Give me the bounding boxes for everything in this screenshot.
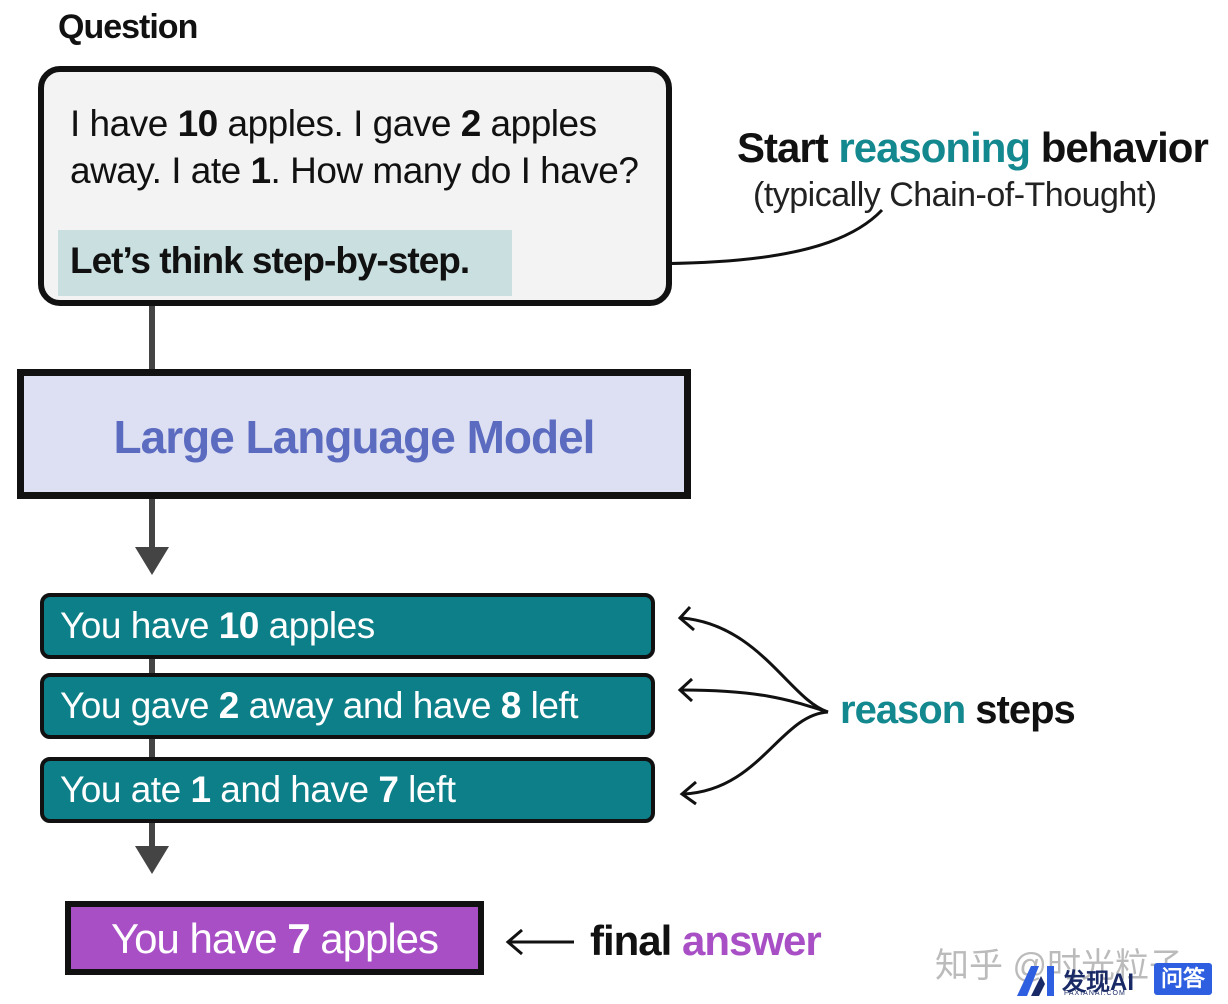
step-text: left	[520, 685, 579, 726]
question-number: 10	[177, 103, 219, 144]
prompt-highlight: Let’s think step-by-step.	[58, 230, 512, 296]
annotation-final-answer: final answer	[590, 917, 822, 965]
question-text-part: apples. I gave	[217, 103, 461, 144]
question-heading: Question	[58, 8, 198, 46]
question-box: I have 10 apples. I gave 2 apples away. …	[38, 66, 672, 306]
reason-step-2: You gave 2 away and have 8 left	[40, 673, 655, 739]
annotation-accent: reasoning	[838, 124, 1031, 171]
step-number: 7	[378, 769, 399, 810]
arrowhead-to-steps	[135, 547, 169, 575]
reason-step-3: You ate 1 and have 7 left	[40, 757, 655, 823]
annotation-text: steps	[965, 688, 1075, 732]
step-text: You have	[60, 605, 219, 646]
step-text: You gave	[60, 685, 219, 726]
zhihu-watermark: 知乎 @时光粒子	[935, 947, 1183, 985]
step-text: away and have	[238, 685, 501, 726]
llm-box: Large Language Model	[17, 369, 691, 499]
step-number: 10	[218, 605, 260, 646]
faxianai-logo-icon	[1017, 966, 1054, 996]
llm-label: Large Language Model	[113, 411, 596, 463]
arrow-reason-to-step2-head	[677, 677, 694, 703]
annotation-accent: answer	[682, 917, 822, 964]
faxianai-badge: 问答	[1154, 963, 1212, 995]
question-text: I have 10 apples. I gave 2 apples away. …	[70, 100, 639, 194]
answer-text-part: apples	[309, 915, 439, 962]
annotation-reason-steps: reason steps	[840, 688, 1076, 733]
arrow-reason-to-step3-head	[679, 780, 697, 806]
step-text: left	[398, 769, 456, 810]
faxianai-logo-subtext: FAXIANAI.COM	[1064, 990, 1126, 997]
question-text-part: away. I ate	[70, 150, 251, 191]
annotation-accent: reason	[840, 688, 966, 732]
step-number: 1	[190, 769, 211, 810]
step-text: and have	[210, 769, 379, 810]
question-number: 1	[250, 150, 271, 191]
annotation-start-reasoning: Start reasoning behavior	[737, 124, 1209, 172]
annotation-text: final	[590, 917, 683, 964]
arrow-final-answer-head	[505, 928, 523, 956]
arrowhead-to-answer	[135, 846, 169, 874]
final-answer-text: You have 7 apples	[71, 915, 478, 963]
answer-text-part: You have	[110, 915, 288, 962]
question-text-part: apples	[480, 103, 598, 144]
step-number: 8	[500, 685, 522, 726]
arrow-reason-to-step2	[681, 688, 829, 714]
answer-number: 7	[287, 915, 310, 962]
step-number: 2	[218, 685, 240, 726]
faxianai-logo-text: 发现AI	[1062, 969, 1134, 996]
arrow-reason-to-step1	[681, 616, 829, 714]
prompt-text: Let’s think step-by-step.	[70, 240, 470, 281]
step-text: apples	[258, 605, 376, 646]
reason-step-1: You have 10 apples	[40, 593, 655, 659]
arrow-reason-to-step3	[683, 710, 829, 796]
question-text-part: . How many do I have?	[270, 150, 639, 191]
annotation-text: behavior	[1030, 124, 1209, 171]
arrow-reason-to-step1-head	[677, 605, 695, 632]
annotation-subtitle: (typically Chain-of-Thought)	[753, 176, 1157, 214]
question-number: 2	[460, 103, 482, 144]
final-answer-box: You have 7 apples	[65, 901, 484, 975]
annotation-text: Start	[737, 124, 839, 171]
step-text: You ate	[60, 769, 191, 810]
question-text-part: I have	[70, 103, 178, 144]
